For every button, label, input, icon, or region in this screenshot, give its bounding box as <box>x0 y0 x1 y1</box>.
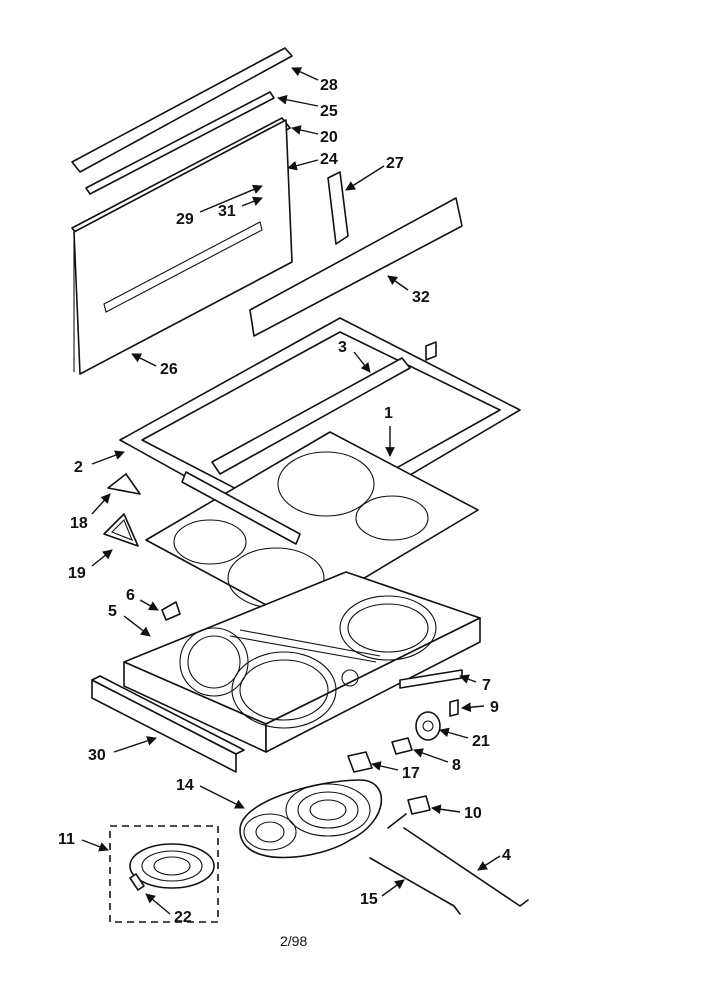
label-part-3: 3 <box>338 339 347 356</box>
label-part-1: 1 <box>384 405 393 422</box>
backguard-panel-part <box>73 119 293 375</box>
label-part-22: 22 <box>174 909 192 926</box>
label-part-26: 26 <box>160 361 178 378</box>
terminal-clip-part <box>161 601 181 621</box>
corner-gasket-part <box>103 513 139 547</box>
side-bracket-part <box>327 171 349 245</box>
label-part-28: 28 <box>320 77 338 94</box>
label-part-6: 6 <box>126 587 135 604</box>
page-footer-date: 2/98 <box>280 933 307 949</box>
trim-strip-part <box>249 197 463 337</box>
label-part-5: 5 <box>108 603 117 620</box>
label-part-7: 7 <box>482 677 491 694</box>
corner-cap-part <box>107 473 141 495</box>
bridge-element-part <box>109 825 219 923</box>
label-part-32: 32 <box>412 289 430 306</box>
label-part-11: 11 <box>58 831 75 848</box>
hardware-parts <box>347 699 459 815</box>
label-part-19: 19 <box>68 565 86 582</box>
label-part-8: 8 <box>452 757 461 774</box>
frame-front-bar-part <box>181 357 411 545</box>
label-part-31: 31 <box>218 203 236 220</box>
label-part-17: 17 <box>402 765 420 782</box>
trim-rod-part <box>85 91 275 195</box>
label-part-24: 24 <box>320 151 338 168</box>
label-part-20: 20 <box>320 129 338 146</box>
label-part-10: 10 <box>464 805 482 822</box>
label-part-18: 18 <box>70 515 88 532</box>
leader-lines <box>81 67 501 915</box>
label-part-15: 15 <box>360 891 378 908</box>
label-part-2: 2 <box>74 459 83 476</box>
label-part-30: 30 <box>88 747 106 764</box>
wire-harness-part <box>369 813 529 915</box>
label-part-9: 9 <box>490 699 499 716</box>
label-part-27: 27 <box>386 155 404 172</box>
label-part-14: 14 <box>176 777 194 794</box>
top-trim-bar-part <box>71 47 293 173</box>
front-trim-strip-part <box>91 675 245 773</box>
label-part-29: 29 <box>176 211 194 228</box>
label-part-4: 4 <box>502 847 511 864</box>
label-part-21: 21 <box>472 733 490 750</box>
radiant-element-assembly-part <box>239 779 383 859</box>
burner-box-part <box>123 571 481 753</box>
glass-cooktop-part <box>145 431 479 621</box>
label-part-25: 25 <box>320 103 338 120</box>
